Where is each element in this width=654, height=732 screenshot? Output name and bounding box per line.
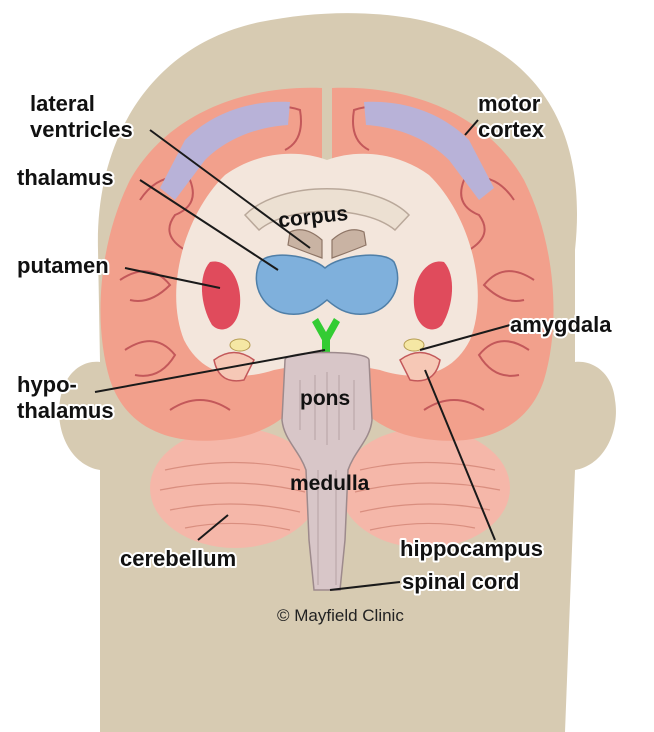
label-cerebellum: cerebellum xyxy=(120,546,236,571)
label-motor-cortex-line1: motor xyxy=(478,91,541,116)
label-motor-cortex-line2: cortex xyxy=(478,117,545,142)
label-amygdala: amygdala xyxy=(510,312,612,337)
label-hypothalamus-line1: hypo- xyxy=(17,372,77,397)
label-thalamus: thalamus xyxy=(17,165,114,190)
label-medulla: medulla xyxy=(290,472,370,495)
label-hippocampus: hippocampus xyxy=(400,536,543,561)
label-hypothalamus-line2: thalamus xyxy=(17,398,114,423)
label-lateral-ventricles-line2: ventricles xyxy=(30,117,133,142)
amygdala-left xyxy=(230,339,250,351)
label-pons: pons xyxy=(300,387,350,410)
credit-text: © Mayfield Clinic xyxy=(277,606,404,625)
label-spinal-cord: spinal cord xyxy=(402,569,519,594)
label-putamen: putamen xyxy=(17,253,109,278)
label-lateral-ventricles-line1: lateral xyxy=(30,91,95,116)
